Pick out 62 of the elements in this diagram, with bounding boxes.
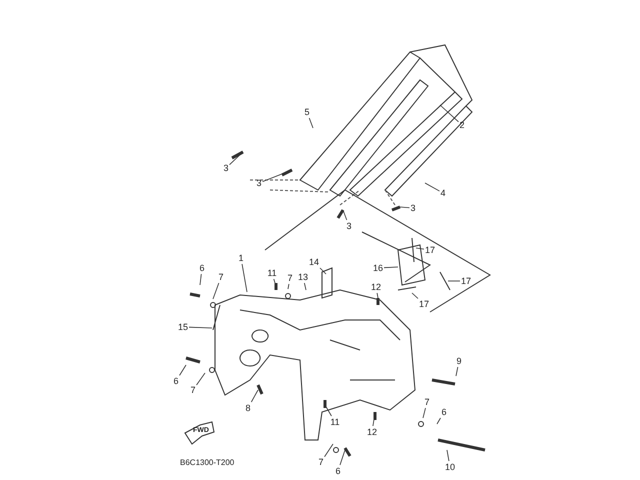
leader-line: [384, 266, 398, 268]
leader-line: [324, 444, 334, 458]
callout-number: 1: [238, 253, 244, 263]
callout-number: 6: [200, 263, 204, 273]
callout-number: 7: [424, 397, 430, 407]
callout-number: 17: [425, 245, 435, 255]
diagram-code: B6C1300-T200: [180, 458, 234, 467]
leader-line: [308, 118, 314, 128]
callout-number: 17: [419, 299, 429, 309]
callout-number: 3: [346, 221, 352, 231]
callout-number: 15: [178, 322, 188, 332]
callout-number: 11: [267, 268, 277, 278]
leader-line: [196, 372, 206, 386]
callout-number: 7: [288, 273, 292, 283]
callout-number: 2: [460, 120, 464, 130]
callout-number: 6: [336, 466, 340, 476]
callout-number: 7: [318, 457, 324, 467]
callout-number: 16: [373, 263, 383, 273]
leader-line: [288, 284, 290, 290]
leader-line: [456, 366, 458, 376]
leader-line: [200, 274, 202, 286]
callout-number: 10: [445, 462, 455, 472]
callout-number: 17: [461, 276, 471, 286]
leader-line: [440, 104, 459, 122]
callout-number: 3: [410, 203, 416, 213]
leader-line: [412, 292, 418, 299]
callout-number: 9: [456, 356, 462, 366]
callout-number: 8: [246, 403, 250, 413]
leader-line: [229, 152, 244, 166]
leader-line: [304, 282, 306, 290]
callout-number: 3: [224, 163, 228, 173]
leader-line: [448, 280, 460, 282]
leader-line: [242, 264, 248, 292]
callout-number: 14: [309, 257, 319, 267]
callout-number: 7: [218, 272, 224, 282]
leader-line: [376, 292, 378, 298]
leader-line: [188, 326, 212, 328]
leader-line: [340, 450, 346, 466]
callout-number: 11: [330, 417, 340, 427]
callout-number: 12: [367, 427, 377, 437]
leader-line: [436, 418, 441, 424]
callout-number: 13: [298, 272, 308, 282]
callout-number: 3: [256, 178, 262, 188]
callout-number: 12: [371, 282, 381, 292]
leader-line: [250, 390, 258, 402]
leader-line: [324, 404, 332, 416]
callout-number: 6: [442, 407, 446, 417]
leader-line: [320, 268, 326, 274]
leader-line: [416, 248, 424, 250]
callout-number: 7: [190, 385, 196, 395]
leader-line: [179, 364, 186, 376]
leader-line: [273, 278, 276, 284]
leader-line: [422, 408, 426, 418]
leader-line: [262, 170, 292, 182]
callout-number: 4: [440, 188, 446, 198]
leader-line: [400, 206, 410, 208]
leader-line: [342, 210, 348, 220]
callout-number: 6: [174, 376, 178, 386]
callout-number: 5: [304, 107, 310, 117]
leader-line: [446, 450, 450, 462]
leader-line: [212, 282, 220, 300]
leader-line: [424, 182, 440, 192]
